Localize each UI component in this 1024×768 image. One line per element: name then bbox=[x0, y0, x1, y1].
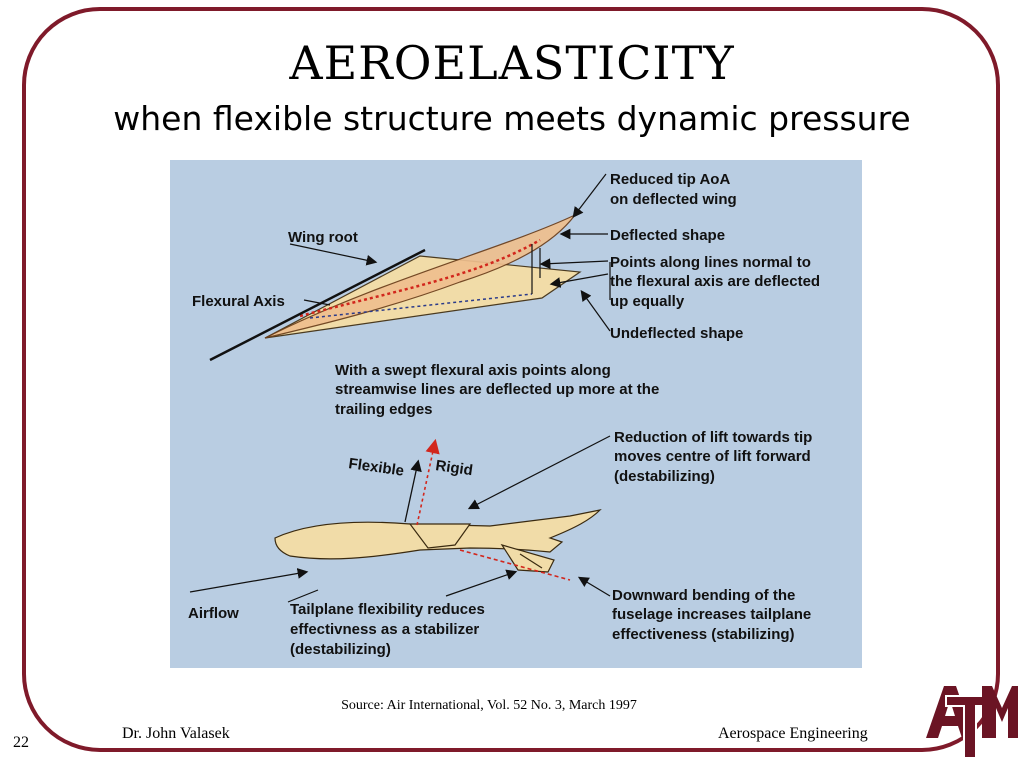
aeroelasticity-figure: Wing root Flexural Axis Reduced tip AoA … bbox=[170, 160, 862, 668]
atm-logo bbox=[926, 686, 1018, 759]
label-swept-2: streamwise lines are deflected up more a… bbox=[335, 381, 659, 398]
points-normal-leader bbox=[549, 273, 609, 288]
label-undeflected-shape: Undeflected shape bbox=[610, 325, 743, 342]
label-downward-1: Downward bending of the bbox=[612, 587, 795, 604]
wing-root-leader bbox=[289, 243, 378, 266]
slide-title: AEROELASTICITY bbox=[289, 36, 735, 90]
label-points-normal-3: up equally bbox=[610, 293, 685, 310]
label-wing-root: Wing root bbox=[288, 229, 358, 246]
tail-deflection-line bbox=[459, 549, 571, 581]
slide-subtitle: when flexible structure meets dynamic pr… bbox=[113, 99, 911, 138]
footer-department: Aerospace Engineering bbox=[718, 725, 868, 742]
undeflected-shape-leader bbox=[580, 290, 611, 332]
label-swept-1: With a swept flexural axis points along bbox=[335, 362, 611, 379]
flexible-lift-arrow bbox=[404, 459, 422, 523]
downward-leader bbox=[577, 576, 611, 597]
tailplane-edge bbox=[519, 553, 543, 569]
figure-illustration: Wing root Flexural Axis Reduced tip AoA … bbox=[170, 160, 862, 668]
label-downward-2: fuselage increases tailplane bbox=[612, 606, 811, 623]
label-airflow: Airflow bbox=[188, 605, 239, 622]
label-reduced-tip-1: Reduced tip AoA bbox=[610, 171, 730, 188]
label-deflected-shape: Deflected shape bbox=[610, 227, 725, 244]
airflow-arrow bbox=[189, 568, 309, 593]
page-number: 22 bbox=[13, 734, 29, 751]
label-downward-3: effectiveness (stabilizing) bbox=[612, 626, 795, 643]
aircraft-wing bbox=[408, 523, 472, 549]
rigid-lift-arrow bbox=[416, 438, 440, 526]
undeflected-axis-line bbox=[309, 293, 533, 319]
flexural-axis-leader bbox=[303, 299, 331, 306]
reduction-leader bbox=[467, 435, 611, 510]
deflected-axis-line bbox=[299, 238, 541, 318]
label-reduction-1: Reduction of lift towards tip bbox=[614, 429, 812, 446]
footer-author: Dr. John Valasek bbox=[122, 725, 230, 742]
label-rigid: Rigid bbox=[434, 457, 474, 479]
tailplane-leader bbox=[445, 569, 518, 597]
flexural-axis-line bbox=[209, 248, 426, 362]
label-points-normal-2: the flexural axis are deflected bbox=[610, 273, 820, 290]
slide-frame bbox=[22, 7, 1000, 752]
label-reduced-tip-2: on deflected wing bbox=[610, 191, 737, 208]
label-reduction-2: moves centre of lift forward bbox=[614, 448, 811, 465]
label-tailplane-1: Tailplane flexibility reduces bbox=[290, 601, 485, 618]
reduced-tip-leader bbox=[572, 173, 607, 218]
label-tailplane-2: effectivness as a stabilizer bbox=[290, 621, 479, 638]
label-points-normal-1: Points along lines normal to bbox=[610, 254, 811, 271]
label-flexural-axis: Flexural Axis bbox=[192, 293, 285, 310]
airflow-leader bbox=[287, 589, 319, 603]
source-citation: Source: Air International, Vol. 52 No. 3… bbox=[341, 698, 637, 713]
label-reduction-3: (destabilizing) bbox=[614, 468, 715, 485]
label-tailplane-3: (destabilizing) bbox=[290, 641, 391, 658]
deflected-wing-shape bbox=[264, 214, 576, 339]
points-normal-leader bbox=[539, 258, 609, 270]
label-swept-3: trailing edges bbox=[335, 401, 433, 418]
